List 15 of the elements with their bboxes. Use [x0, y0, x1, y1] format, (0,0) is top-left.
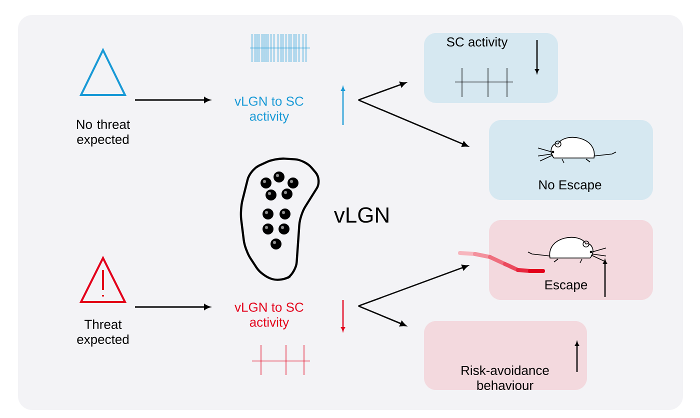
- arrow: [135, 304, 210, 310]
- outcome-box: SC activity: [424, 33, 558, 103]
- outcome-box: No Escape: [489, 120, 653, 200]
- region-label: vLGN: [334, 207, 388, 223]
- arrow: [358, 99, 468, 147]
- condition-text: vLGN to SC activity: [234, 302, 304, 330]
- arrow: [358, 264, 468, 307]
- arrow: [135, 97, 210, 103]
- outcome-box: Risk-avoidance behaviour: [424, 321, 587, 390]
- arrow: [358, 82, 406, 101]
- condition-text: No threat expected: [76, 119, 130, 147]
- arrow: [358, 305, 406, 326]
- condition-text: vLGN to SC activity: [234, 96, 304, 124]
- condition-text: Threat expected: [77, 319, 129, 347]
- outcome-box: Escape: [489, 220, 653, 300]
